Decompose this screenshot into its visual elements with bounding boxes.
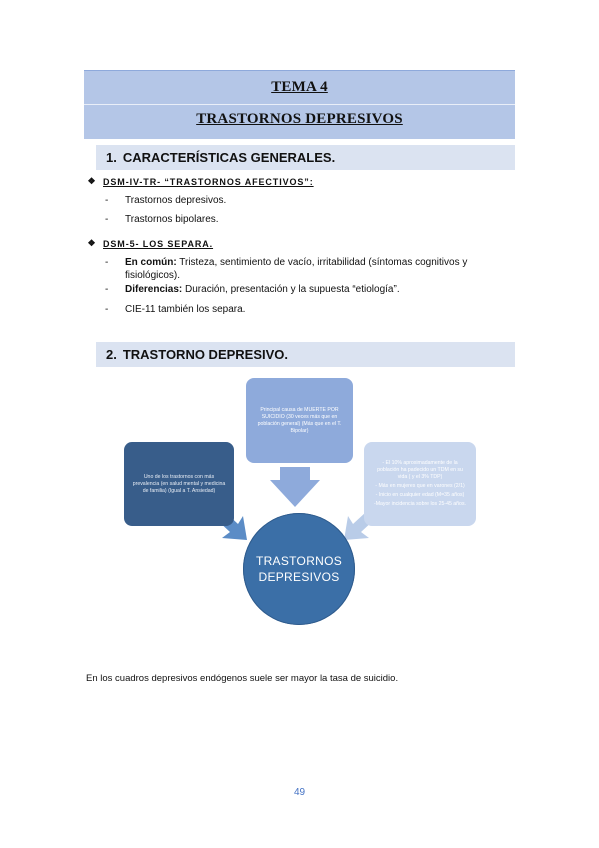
stat-line: - Más en mujeres que en varones (2/1): [375, 483, 465, 489]
en-comun-text: Tristeza, sentimiento de vacío, irritabi…: [125, 257, 468, 281]
tema-title: TEMA 4: [271, 79, 328, 95]
arrow-down-icon: [270, 467, 320, 507]
list-item-text: Diferencias: Duración, presentación y la…: [125, 283, 400, 296]
stat-line: -Mayor incidencia sobre los 25-45 años.: [374, 501, 466, 507]
list-item: - En común: Tristeza, sentimiento de vac…: [105, 256, 485, 282]
list-item: - Trastornos depresivos.: [105, 194, 226, 207]
dash-bullet: -: [105, 304, 109, 315]
diamond-bullet-icon: ❖: [87, 176, 96, 186]
diferencias-text: Duración, presentación y la supuesta “et…: [182, 284, 400, 295]
dash-bullet: -: [105, 257, 109, 268]
section-2-title: TRASTORNO DEPRESIVO.: [122, 347, 289, 362]
title-band: TEMA 4 TRASTORNOS DEPRESIVOS: [84, 70, 515, 139]
bullet-dsm-5: ❖ DSM-5- LOS SEPARA.: [86, 238, 213, 249]
dash-bullet: -: [105, 195, 109, 206]
section-2-header: 2. TRASTORNO DEPRESIVO.: [96, 342, 515, 367]
box-statistics: - El 10% aproximadamente de la población…: [364, 442, 476, 526]
en-comun-label: En común:: [125, 257, 177, 268]
list-item: - Trastornos bipolares.: [105, 213, 219, 226]
stat-line: - Inicio en cualquier edad (M=35 años): [375, 492, 465, 498]
section-1-header: 1. CARACTERÍSTICAS GENERALES.: [96, 145, 515, 170]
center-circle-label: TRASTORNOS DEPRESIVOS: [255, 554, 343, 584]
diferencias-label: Diferencias:: [125, 284, 183, 295]
diagram: Uno de los trastornos con más prevalenci…: [110, 372, 500, 632]
stat-line: - El 10% aproximadamente de la población…: [377, 460, 463, 480]
title-divider: [84, 104, 515, 105]
diamond-bullet-icon: ❖: [87, 238, 96, 248]
tema-subtitle: TRASTORNOS DEPRESIVOS: [196, 111, 403, 127]
list-item-text: CIE-11 también los separa.: [125, 304, 246, 315]
box-prevalence: Uno de los trastornos con más prevalenci…: [124, 442, 234, 526]
bullet-dsm-iv: ❖ DSM-IV-TR- “TRASTORNOS AFECTIVOS”:: [86, 176, 314, 187]
list-item: - CIE-11 también los separa.: [105, 303, 245, 316]
section-2-number: 2.: [106, 347, 117, 362]
closing-paragraph: En los cuadros depresivos endógenos suel…: [86, 673, 399, 684]
list-item-text: En común: Tristeza, sentimiento de vacío…: [125, 256, 485, 282]
section-1-title: CARACTERÍSTICAS GENERALES.: [122, 150, 336, 165]
list-item-text: Trastornos bipolares.: [125, 214, 219, 225]
section-1-number: 1.: [106, 150, 117, 165]
bullet-dsm-iv-label: DSM-IV-TR- “TRASTORNOS AFECTIVOS”:: [103, 176, 314, 187]
dash-bullet: -: [105, 284, 109, 295]
dash-bullet: -: [105, 214, 109, 225]
center-circle: TRASTORNOS DEPRESIVOS: [243, 513, 355, 625]
page-number: 49: [293, 787, 306, 798]
list-item: - Diferencias: Duración, presentación y …: [105, 283, 485, 296]
list-item-text: Trastornos depresivos.: [125, 195, 227, 206]
box-suicide: Principal causa de MUERTE POR SUICIDIO (…: [246, 378, 353, 463]
bullet-dsm-5-label: DSM-5- LOS SEPARA.: [103, 238, 214, 249]
